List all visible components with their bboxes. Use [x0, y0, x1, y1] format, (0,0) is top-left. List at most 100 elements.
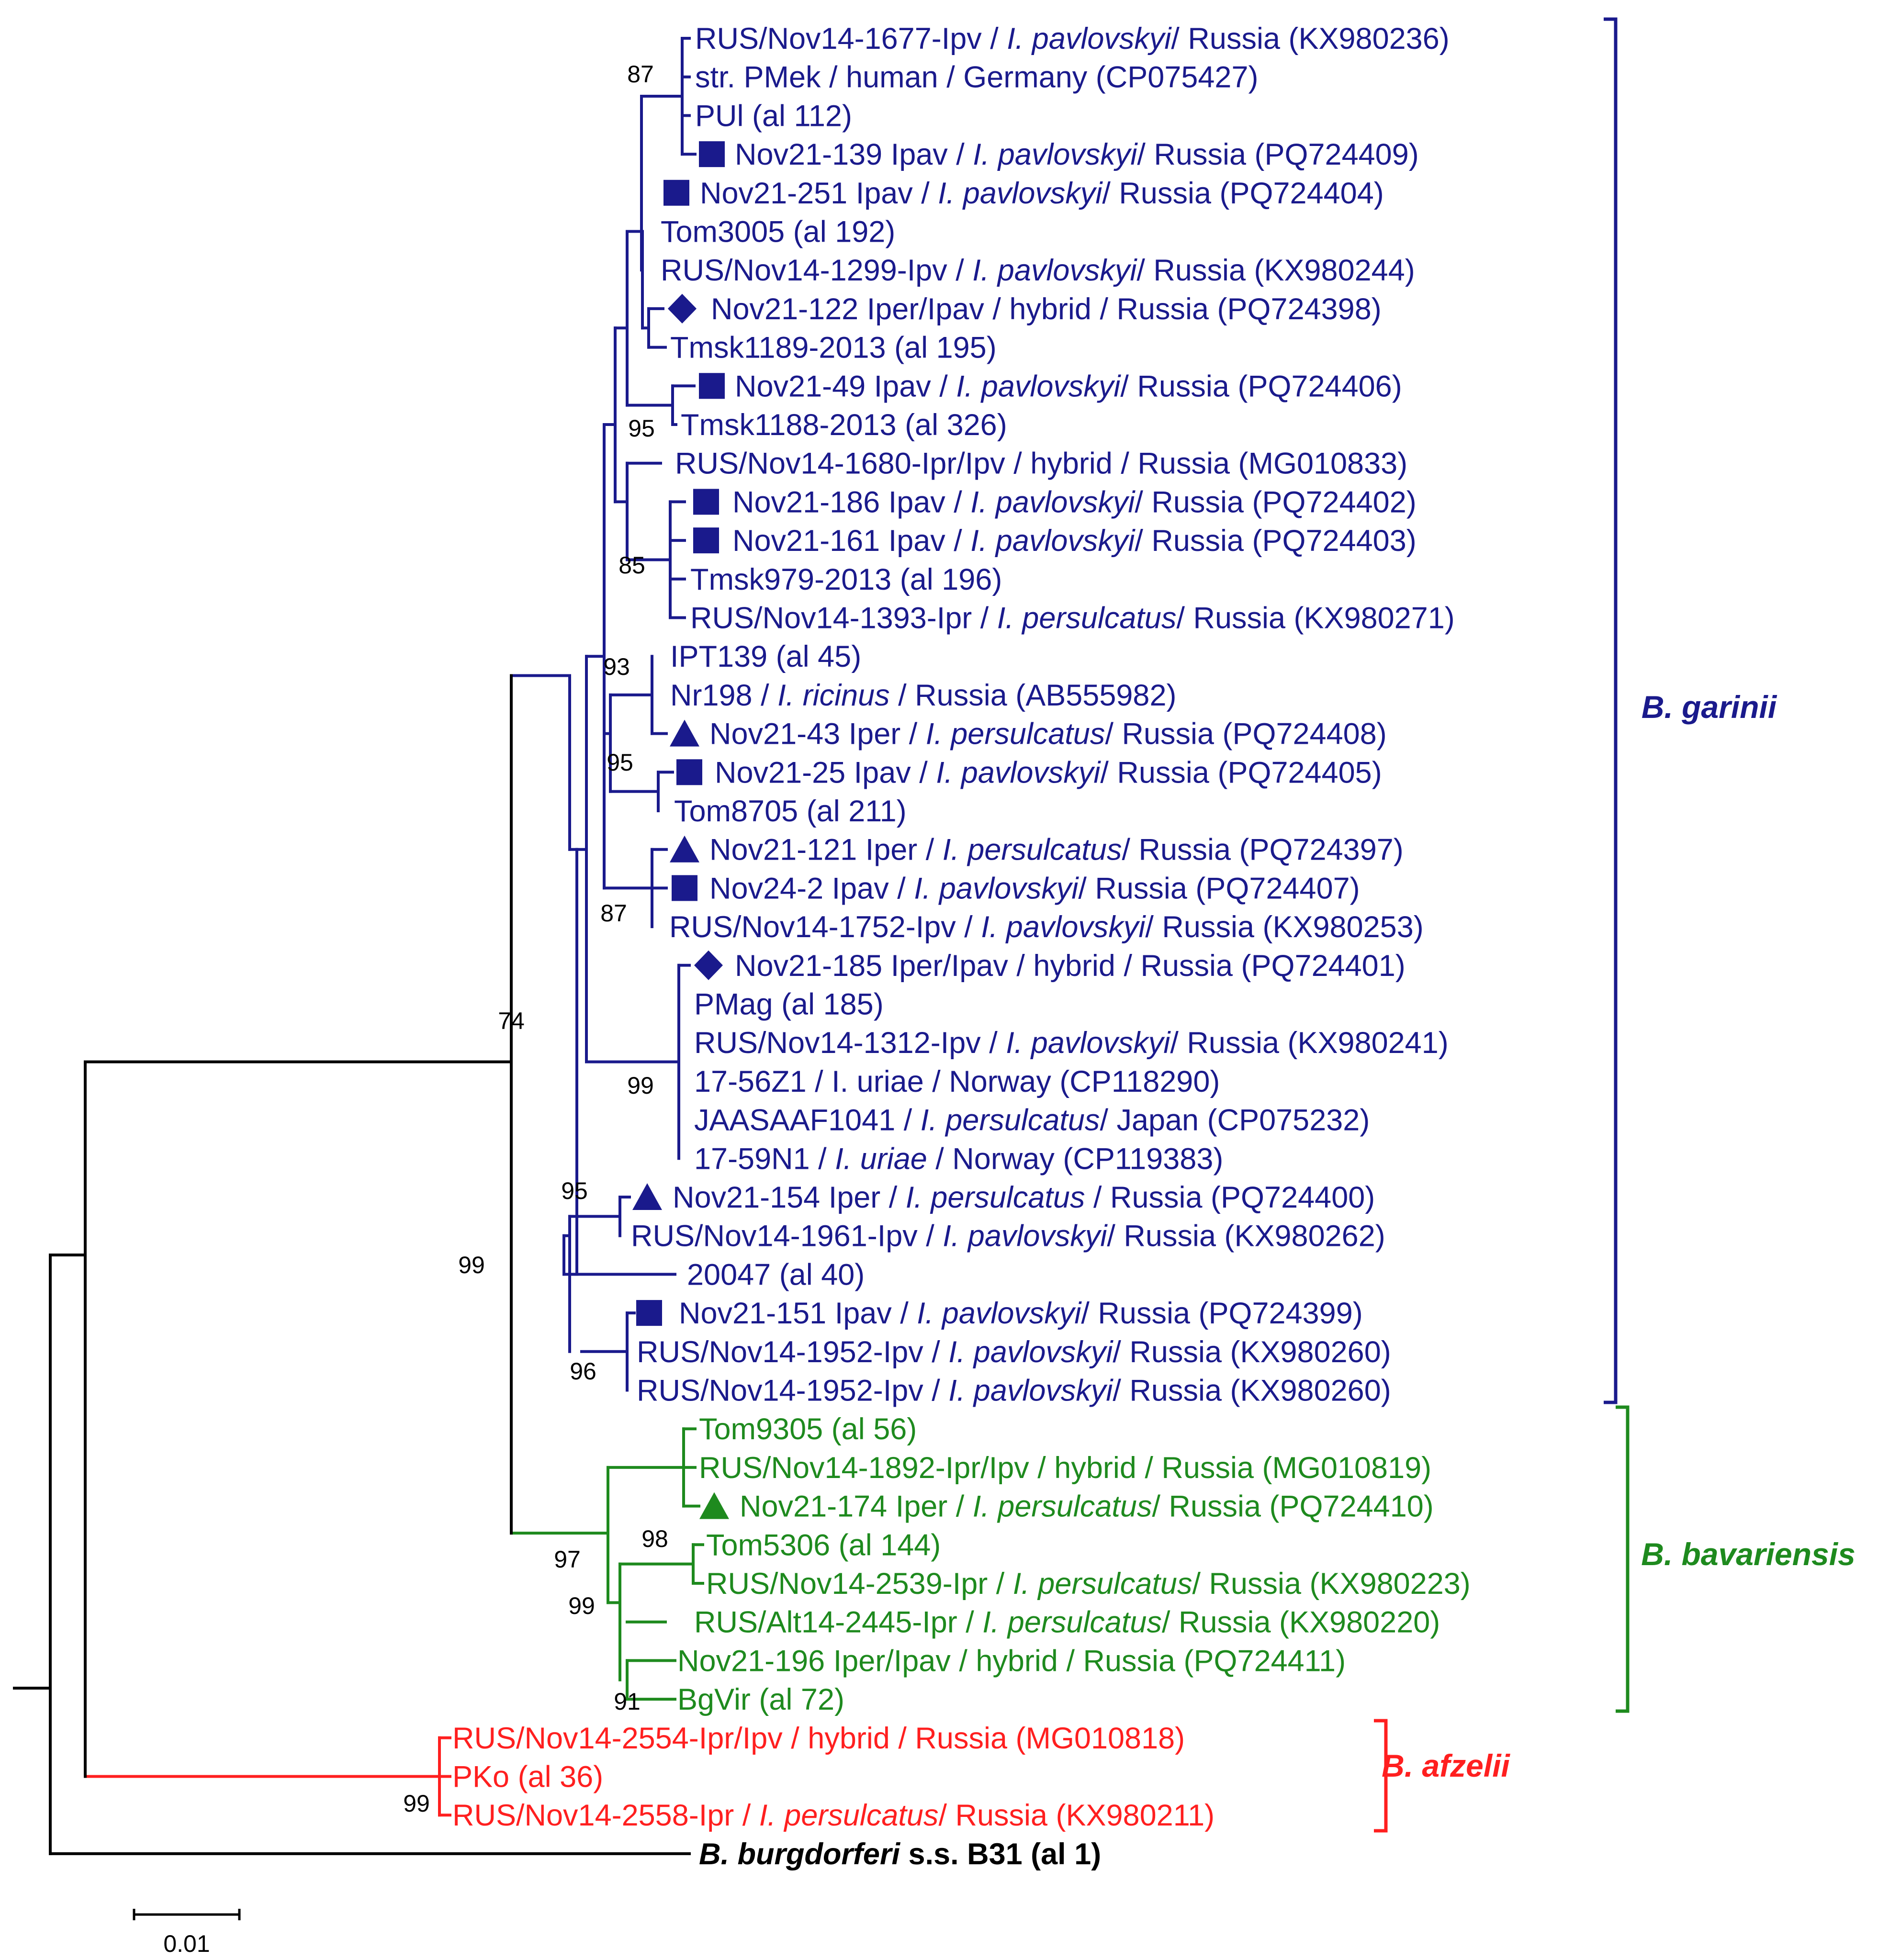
leaf-label: BgVir (al 72)	[677, 1683, 844, 1716]
leaf-label-part: I. persulcatus	[906, 1181, 1085, 1214]
leaf-label-part: I. pavlovskyi	[943, 1220, 1108, 1253]
bootstrap-label: 96	[570, 1358, 596, 1385]
leaf-label-part: / Russia (PQ724408)	[1105, 717, 1386, 751]
leaf-label-part: PUl (al 112)	[695, 99, 852, 133]
leaf-label-part: Nov21-154 Iper /	[673, 1181, 906, 1214]
leaf-label: PMag (al 185)	[694, 988, 884, 1021]
square-icon	[672, 875, 697, 901]
bootstrap-label: 98	[641, 1525, 668, 1552]
bootstrap-label: 85	[618, 552, 645, 579]
leaf-label: Nov21-25 Ipav / I. pavlovskyi/ Russia (P…	[715, 756, 1382, 789]
leaf-label-part: I. pavlovskyi	[972, 254, 1137, 287]
bootstrap-label: 95	[628, 415, 655, 442]
bootstrap-label: 93	[603, 653, 630, 680]
leaf-label-part: I. persulcatus	[759, 1799, 939, 1832]
leaf-label-part: Nov21-174 Iper /	[740, 1490, 973, 1523]
leaf-label: RUS/Nov14-1892-Ipr/Ipv / hybrid / Russia…	[699, 1451, 1431, 1485]
leaf-label: RUS/Nov14-1312-Ipv / I. pavlovskyi/ Russ…	[694, 1026, 1449, 1060]
clade-label: B. garinii	[1642, 689, 1777, 725]
leaf-label-part: / Russia (KX980236)	[1171, 22, 1449, 56]
leaf-label: PKo (al 36)	[452, 1760, 603, 1794]
leaf-label: Tom5306 (al 144)	[706, 1528, 941, 1562]
triangle-icon	[670, 835, 699, 862]
leaf-label: Tmsk1189-2013 (al 195)	[670, 331, 997, 365]
leaf-label-part: Tom3005 (al 192)	[661, 215, 895, 249]
leaf-labels: RUS/Nov14-1677-Ipv / I. pavlovskyi/ Russ…	[452, 22, 1471, 1871]
leaf-label-part: RUS/Nov14-1677-Ipv /	[695, 22, 1007, 56]
leaf-label-part: RUS/Alt14-2445-Ipr /	[694, 1606, 982, 1639]
leaf-label: RUS/Nov14-1677-Ipv / I. pavlovskyi/ Russ…	[695, 22, 1450, 56]
leaf-label-part: str. PMek / human / Germany (CP075427)	[695, 61, 1258, 94]
triangle-icon	[632, 1183, 662, 1210]
leaf-label-part: I. persulcatus	[997, 602, 1177, 635]
square-icon	[693, 527, 719, 554]
leaf-label: RUS/Nov14-2554-Ipr/Ipv / hybrid / Russia…	[452, 1722, 1185, 1755]
leaf-label-part: s.s. B31 (al 1)	[900, 1837, 1101, 1871]
leaf-label-part: I. pavlovskyi	[970, 485, 1136, 519]
leaf-label-part: / Russia (PQ724409)	[1137, 138, 1418, 171]
leaf-label: RUS/Nov14-2558-Ipr / I. persulcatus/ Rus…	[452, 1799, 1214, 1832]
clade-bracket	[1616, 1405, 1630, 1713]
leaf-label: RUS/Nov14-1680-Ipr/Ipv / hybrid / Russia…	[675, 447, 1407, 481]
leaf-label-part: PKo (al 36)	[452, 1760, 603, 1794]
leaf-label: Tom8705 (al 211)	[674, 795, 907, 828]
leaf-label-part: I. pavlovskyi	[917, 1297, 1082, 1330]
leaf-label-part: 17-59N1 /	[694, 1142, 835, 1176]
leaf-label-part: / Russia (PQ724407)	[1078, 872, 1360, 905]
leaf-label: RUS/Nov14-2539-Ipr / I. persulcatus/ Rus…	[706, 1567, 1471, 1601]
clade-bracket	[1374, 1719, 1388, 1833]
leaf-label-part: I. persulcatus	[973, 1490, 1152, 1523]
leaf-label-part: I. persulcatus	[943, 833, 1122, 867]
leaf-label-part: / Russia (PQ724399)	[1081, 1297, 1362, 1330]
leaf-label-part: Nr198 /	[670, 679, 777, 712]
leaf-label-part: / Russia (KX980244)	[1136, 254, 1415, 287]
leaf-label-part: RUS/Nov14-2539-Ipr /	[706, 1567, 1013, 1601]
leaf-label-part: Nov21-122 Iper/Ipav / hybrid / Russia (P…	[711, 292, 1382, 326]
leaf-label-part: JAASAAF1041 /	[694, 1104, 921, 1137]
leaf-label-part: / Russia (PQ724400)	[1085, 1181, 1375, 1214]
leaf-label-part: RUS/Nov14-1299-Ipv /	[661, 254, 972, 287]
leaf-label: RUS/Nov14-1393-Ipr / I. persulcatus/ Rus…	[690, 602, 1455, 635]
leaf-label-part: Tom9305 (al 56)	[699, 1412, 917, 1446]
leaf-label-part: RUS/Nov14-1961-Ipv /	[631, 1220, 943, 1253]
leaf-label-part: / Russia (KX980241)	[1170, 1026, 1448, 1060]
leaf-label-part: I. pavlovskyi	[938, 177, 1103, 210]
leaf-label: RUS/Alt14-2445-Ipr / I. persulcatus/ Rus…	[694, 1606, 1440, 1639]
leaf-label-part: BgVir (al 72)	[677, 1683, 844, 1716]
leaf-label-part: PMag (al 185)	[694, 988, 884, 1021]
leaf-label-part: I. pavlovskyi	[948, 1374, 1113, 1408]
clade-label: B. bavariensis	[1641, 1536, 1855, 1572]
leaf-label: Tom3005 (al 192)	[661, 215, 895, 249]
leaf-label: RUS/Nov14-1952-Ipv / I. pavlovskyi/ Russ…	[637, 1335, 1391, 1369]
leaf-label-part: Tom5306 (al 144)	[706, 1528, 941, 1562]
leaf-label-part: I. pavlovskyi	[914, 872, 1079, 905]
leaf-label-part: I. uriae	[835, 1142, 927, 1176]
leaf-label-part: I. pavlovskyi	[956, 370, 1121, 403]
leaf-label: str. PMek / human / Germany (CP075427)	[695, 61, 1258, 94]
triangle-icon	[670, 719, 699, 747]
bootstrap-label: 97	[554, 1546, 581, 1573]
bootstrap-label: 99	[568, 1592, 595, 1619]
bootstrap-label: 91	[614, 1688, 641, 1715]
bootstrap-label: 95	[561, 1177, 588, 1204]
leaf-label-part: I. pavlovskyi	[1006, 1026, 1171, 1060]
leaf-label-part: I. persulcatus	[1013, 1567, 1192, 1601]
leaf-label: Nov21-151 Ipav / I. pavlovskyi/ Russia (…	[679, 1297, 1363, 1330]
leaf-label: Nov21-186 Ipav / I. pavlovskyi/ Russia (…	[732, 485, 1417, 519]
leaf-label-part: / Russia (AB555982)	[890, 679, 1177, 712]
leaf-label-part: RUS/Nov14-1952-Ipv /	[637, 1374, 948, 1408]
leaf-label: RUS/Nov14-1752-Ipv / I. pavlovskyi/ Russ…	[669, 910, 1424, 944]
leaf-label-part: / Russia (KX980260)	[1113, 1335, 1391, 1369]
leaf-label: Nov21-121 Iper / I. persulcatus/ Russia …	[709, 833, 1404, 867]
bootstrap-label: 99	[403, 1790, 430, 1817]
leaf-label-part: I. persulcatus	[921, 1104, 1100, 1137]
leaf-label-part: I. persulcatus	[926, 717, 1105, 751]
leaf-label: JAASAAF1041 / I. persulcatus/ Japan (CP0…	[694, 1104, 1370, 1137]
leaf-label-part: Nov21-121 Iper /	[709, 833, 943, 867]
leaf-label-part: I. pavlovskyi	[1007, 22, 1172, 56]
leaf-label-part: Tmsk1188-2013 (al 326)	[681, 408, 1007, 442]
leaf-label: PUl (al 112)	[695, 99, 852, 133]
leaf-label: Tmsk1188-2013 (al 326)	[681, 408, 1007, 442]
